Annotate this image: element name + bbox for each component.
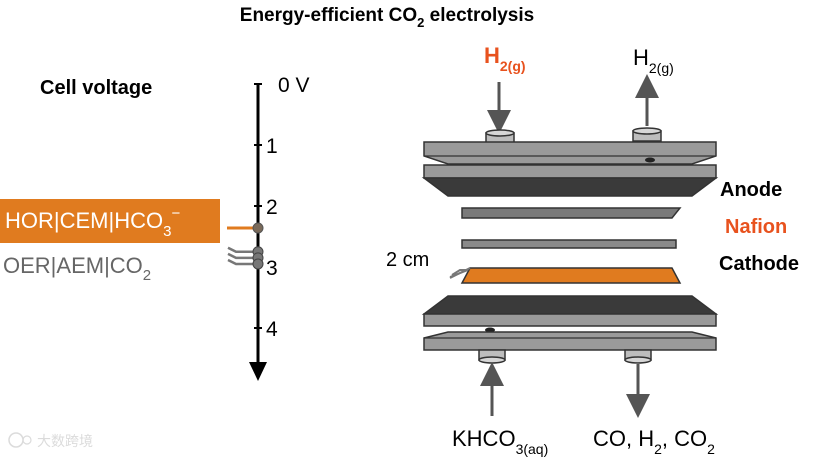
nafion-membrane <box>461 239 677 249</box>
voltage-tick-label: 3 <box>266 257 278 280</box>
anode-electrode <box>461 207 682 219</box>
watermark-text: 大数跨境 <box>37 433 93 449</box>
cell-voltage-label: Cell voltage <box>40 77 152 99</box>
oer-aem-connector <box>227 258 254 266</box>
cathode-flow-plate <box>421 295 719 333</box>
oer-aem-connector <box>227 246 254 253</box>
voltage-tick-label: 0 V <box>278 74 310 97</box>
voltage-tick-label: 2 <box>266 196 278 219</box>
top-outlet-port <box>632 127 662 142</box>
bottom-outlet-port <box>624 349 652 364</box>
hor-cem-label-box <box>0 199 220 243</box>
watermark: 大数跨境 <box>8 432 93 449</box>
cathode-label: Cathode <box>719 253 799 275</box>
anode-label: Anode <box>720 179 782 201</box>
top-outlet-label: H2(g) <box>633 45 674 76</box>
top-inlet-port <box>485 129 515 144</box>
oer-aem-label: OER|AEM|CO2 <box>3 253 151 284</box>
anode-flow-plate <box>421 164 719 197</box>
top-inlet-label: H2(g) <box>484 43 526 74</box>
bottom-inlet-port <box>478 349 506 364</box>
voltage-axis-arrowhead <box>249 362 267 381</box>
cathode-electrode <box>460 267 682 284</box>
watermark-logo-icon <box>8 432 24 448</box>
scale-label: 2 cm <box>386 249 429 271</box>
oer-aem-point <box>252 258 264 270</box>
voltage-tick-label: 1 <box>266 135 278 158</box>
oer-aem-connector <box>227 252 254 260</box>
scale-line <box>449 267 471 279</box>
top-end-plate <box>423 141 717 165</box>
bottom-inlet-label: KHCO3(aq) <box>452 426 548 457</box>
nafion-label: Nafion <box>725 216 787 238</box>
bottom-end-plate <box>423 331 717 351</box>
hor-cem-point <box>252 222 264 234</box>
bottom-outlet-label: CO, H2, CO2 <box>593 426 715 457</box>
hor-cem-marker: HOR|CEM|HCO3− <box>0 199 264 243</box>
title: Energy-efficient CO2 electrolysis <box>240 5 534 30</box>
voltage-tick-label: 4 <box>266 318 278 341</box>
hor-cem-label: HOR|CEM|HCO3− <box>5 205 180 240</box>
oer-aem-marker: OER|AEM|CO2 <box>3 246 264 284</box>
